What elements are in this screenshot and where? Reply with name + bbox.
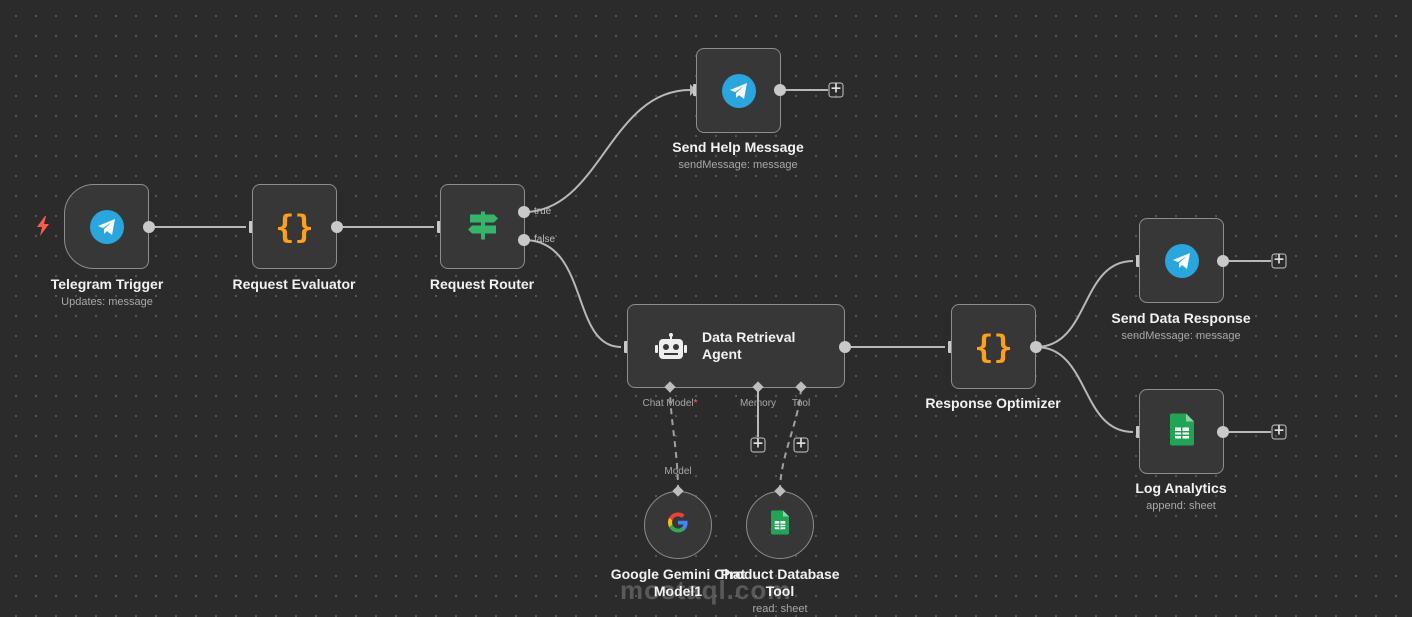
code-braces-icon: {} [275,207,314,246]
log-analytics-output-port[interactable] [1217,426,1229,438]
telegram-trigger-output-port[interactable] [143,221,155,233]
telegram-trigger-node[interactable] [64,184,149,269]
router-false-label: false [534,234,556,245]
product-db-label: Product Database Tool read: sheet [720,566,839,615]
wire-router-true-to-help [523,89,691,213]
response-optimizer-output-port[interactable] [1030,341,1042,353]
request-router-label: Request Router [430,276,534,293]
node-subtitle: append: sheet [1146,500,1216,512]
request-evaluator-label: Request Evaluator [233,276,356,293]
node-title-line1: Product Database [720,566,840,582]
agent-title-line1: Data Retrieval [702,329,796,345]
telegram-icon [89,209,124,244]
wire-optimizer-to-log [1035,346,1134,433]
send-data-response-node[interactable] [1139,218,1224,303]
response-optimizer-label: Response Optimizer [925,395,1060,412]
node-title: Send Help Message [672,139,804,155]
agent-title: Data Retrieval Agent [702,329,795,363]
chat-model-text: Chat Model [642,398,694,409]
tool-label: Tool [791,398,811,409]
google-g-icon [666,511,690,540]
data-retrieval-agent-node[interactable]: Data Retrieval Agent [627,304,845,388]
request-router-false-port[interactable] [518,234,530,246]
request-evaluator-output-port[interactable] [331,221,343,233]
agent-output-port[interactable] [839,341,851,353]
product-database-tool-node[interactable] [746,491,814,559]
node-subtitle: sendMessage: message [678,159,798,171]
request-evaluator-node[interactable]: {} [252,184,337,269]
response-optimizer-node[interactable]: {} [951,304,1036,389]
log-analytics-node[interactable] [1139,389,1224,474]
node-title: Log Analytics [1135,480,1227,496]
node-subtitle: Updates: message [61,296,153,308]
gemini-model-port-label: Model [664,466,692,477]
agent-title-line2: Agent [702,346,742,362]
send-help-output-port[interactable] [774,84,786,96]
wire-router-false-to-agent [523,239,622,348]
robot-icon [655,333,687,366]
watermark: mostaql.com [620,575,792,605]
required-mark: * [693,398,698,409]
google-gemini-node[interactable] [644,491,712,559]
telegram-trigger-label: Telegram Trigger Updates: message [51,276,164,308]
chat-model-label: Chat Model* [642,398,697,409]
request-router-node[interactable] [440,184,525,269]
router-true-label: true [534,206,552,217]
log-analytics-label: Log Analytics append: sheet [1135,480,1226,512]
node-title-line2: Tool [765,583,795,599]
sheets-icon [1169,413,1194,450]
sheets-icon [771,510,789,540]
lightning-icon [36,216,50,241]
node-title-line1: Google Gemini Chat [610,566,746,582]
node-title-line2: Model1 [653,583,703,599]
memory-label: Memory [739,398,777,409]
signpost-icon [466,209,500,244]
node-subtitle: read: sheet [752,603,808,615]
gemini-label: Google Gemini Chat Model1 [611,566,746,600]
node-title: Response Optimizer [925,395,1061,411]
add-node-plus-icon[interactable]: + [828,80,844,98]
node-title: Telegram Trigger [50,276,164,292]
node-title: Request Router [429,276,535,292]
node-title: Send Data Response [1111,310,1251,326]
send-data-output-port[interactable] [1217,255,1229,267]
add-memory-plus-icon[interactable]: + [750,435,766,453]
telegram-icon [721,73,756,108]
node-title: Request Evaluator [232,276,356,292]
send-data-label: Send Data Response sendMessage: message [1111,310,1250,342]
add-node-plus-icon[interactable]: + [1271,251,1287,269]
send-help-label: Send Help Message sendMessage: message [672,139,804,171]
code-braces-icon: {} [974,327,1013,366]
add-node-plus-icon[interactable]: + [1271,422,1287,440]
add-tool-plus-icon[interactable]: + [793,435,809,453]
node-subtitle: sendMessage: message [1121,330,1241,342]
telegram-icon [1164,243,1199,278]
request-router-true-port[interactable] [518,206,530,218]
send-help-message-node[interactable] [696,48,781,133]
